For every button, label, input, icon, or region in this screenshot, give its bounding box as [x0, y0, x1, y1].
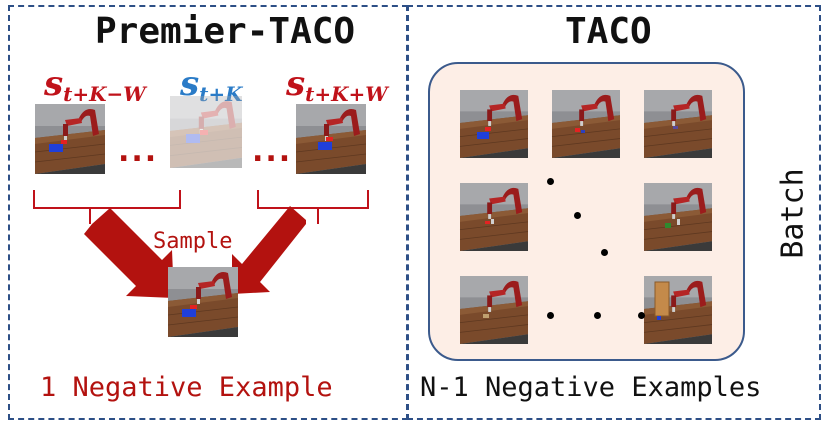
diagonal-dot-2	[574, 212, 581, 219]
batch-image-r3c1	[459, 276, 529, 344]
arrow-right-to-sample	[232, 206, 306, 294]
anchor-left-base: s	[44, 64, 64, 104]
batch-image-r3c3	[643, 276, 713, 344]
batch-image-r1c3	[643, 90, 713, 158]
sample-label: Sample	[153, 229, 233, 254]
anchor-left-subscript: t+K−W	[63, 82, 146, 106]
anchor-left-label: st+K−W	[44, 64, 146, 106]
anchor-right-subscript: t+K+W	[305, 82, 388, 106]
frame-t-k-w-image	[35, 104, 105, 174]
window-brackets	[33, 190, 369, 298]
frame-t-k-plus-w-image	[296, 104, 366, 174]
sampled-negative-image	[168, 266, 238, 338]
one-negative-example: 1 Negative Example	[40, 372, 333, 403]
taco-title: TACO	[565, 11, 652, 52]
taco-panel	[407, 5, 821, 420]
premier-taco-title: Premier-TACO	[95, 11, 356, 52]
row-dot-3	[638, 312, 645, 319]
ellipsis-left: ...	[118, 134, 159, 169]
anchor-right-base: s	[286, 64, 306, 104]
diagonal-dot-1	[547, 178, 554, 185]
diagonal-dot-3	[601, 249, 608, 256]
batch-image-r1c1	[459, 90, 529, 158]
row-dot-2	[594, 312, 601, 319]
ellipsis-right: ...	[252, 134, 293, 169]
frame-t-k-image	[170, 95, 242, 169]
arrow-left-to-sample	[84, 208, 174, 298]
n-minus-1-negative-examples: N-1 Negative Examples	[420, 372, 762, 403]
batch-image-r2c1	[459, 183, 529, 251]
anchor-mid-base: s	[180, 64, 200, 104]
anchor-right-label: st+K+W	[286, 64, 388, 106]
batch-image-r2c3	[643, 183, 713, 251]
row-dot-1	[547, 312, 554, 319]
batch-label: Batch	[775, 168, 811, 259]
batch-image-r1c2	[551, 90, 621, 158]
